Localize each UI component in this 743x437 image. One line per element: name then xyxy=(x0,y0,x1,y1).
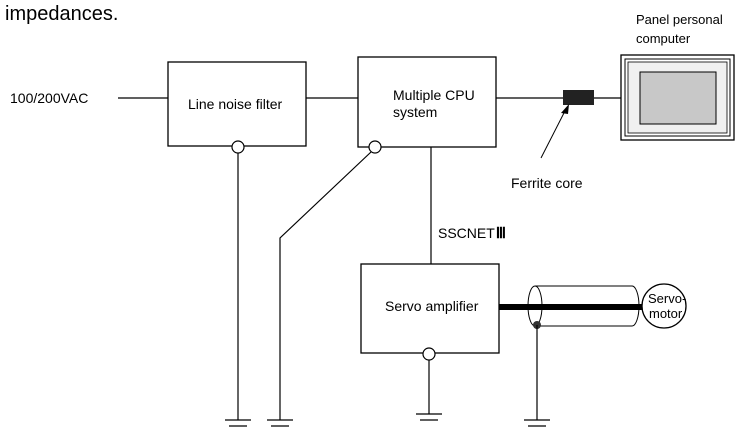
servo-amp-ground-symbol xyxy=(416,413,442,421)
ferrite-core-label: Ferrite core xyxy=(511,175,583,191)
cpu-ground-wire xyxy=(279,151,372,420)
cable-shield-ground-symbol xyxy=(524,419,550,427)
servo-amp-ground-terminal xyxy=(422,347,436,361)
shielded-motor-cable xyxy=(499,285,642,327)
header-text: impedances. xyxy=(5,3,118,25)
servo-motor-circle xyxy=(641,283,687,329)
servo-amplifier-label: Servo amplifier xyxy=(385,298,479,314)
servo-motor-label-line1: Servo- xyxy=(648,291,686,306)
panel-pc-label-line1: Panel personal xyxy=(636,12,723,27)
sscnet-roman-three: Ⅲ xyxy=(496,225,506,242)
filter-ground-symbol xyxy=(225,419,251,427)
panel-pc-label-line2: computer xyxy=(636,31,691,46)
panel-pc-icon xyxy=(620,54,735,141)
line-noise-filter-label: Line noise filter xyxy=(188,96,283,112)
cpu-ground-symbol xyxy=(267,419,293,427)
multiple-cpu-label-line1: Multiple CPU xyxy=(393,87,475,103)
ferrite-pointer-line xyxy=(540,108,567,159)
servo-motor-label-line2: motor xyxy=(649,306,683,321)
cpu-ground-terminal xyxy=(368,140,382,154)
multiple-cpu-system-box xyxy=(357,56,497,148)
filter-ground-terminal xyxy=(231,140,245,154)
sscnet-label: SSCNETⅢ xyxy=(438,225,506,242)
multiple-cpu-label-line2: system xyxy=(393,104,437,120)
ferrite-core-shape xyxy=(563,90,594,105)
input-voltage-label: 100/200VAC xyxy=(10,90,88,106)
ferrite-pointer-arrowhead xyxy=(561,104,569,114)
servo-amplifier-box xyxy=(360,263,500,354)
